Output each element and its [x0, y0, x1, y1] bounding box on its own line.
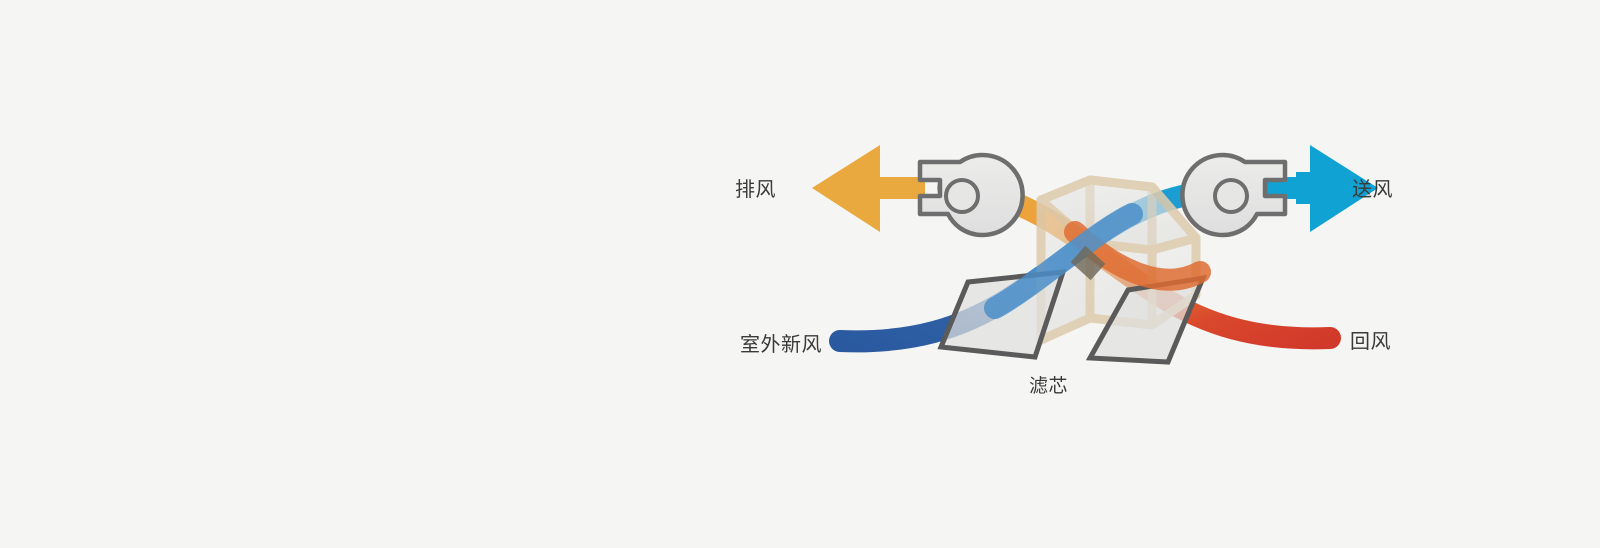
supply-arrow-neck	[1296, 172, 1314, 204]
flow-overlay-layer	[984, 203, 1211, 319]
supply-arrow-tip	[1310, 145, 1378, 232]
supply-fan-hub	[1213, 178, 1249, 214]
label-supply-air: 送风	[1352, 178, 1393, 201]
label-exhaust-air: 排风	[735, 178, 776, 201]
label-filter: 滤芯	[1029, 375, 1068, 397]
supply-core-crossing	[984, 203, 1143, 319]
exhaust-fan-hub	[944, 178, 980, 214]
exhaust-fan	[917, 152, 1025, 238]
label-return-air: 回风	[1350, 331, 1391, 353]
supply-fan	[1180, 152, 1288, 238]
label-outdoor-fresh-air: 室外新风	[740, 333, 822, 356]
flow-intersection	[1070, 245, 1106, 281]
exhaust-arrow-tip	[812, 145, 880, 232]
